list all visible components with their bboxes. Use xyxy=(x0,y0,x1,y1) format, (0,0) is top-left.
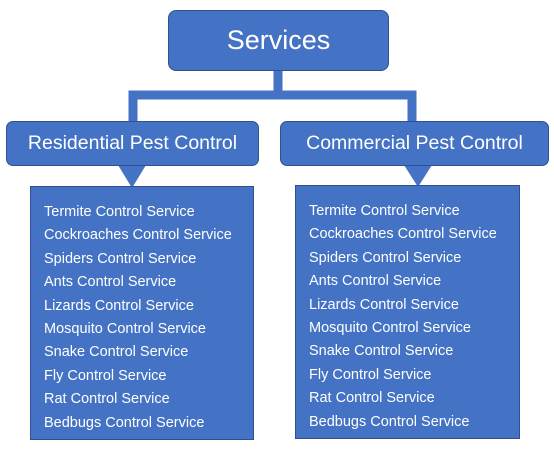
pointer-residential xyxy=(118,165,146,188)
list-item: Rat Control Service xyxy=(309,390,435,407)
list-item: Spiders Control Service xyxy=(44,250,197,267)
residential-service-list: Termite Control Service Cockroaches Cont… xyxy=(30,186,254,440)
list-item: Mosquito Control Service xyxy=(309,319,471,336)
list-item: Cockroaches Control Service xyxy=(309,226,497,243)
list-item: Ants Control Service xyxy=(309,273,442,290)
list-item: Snake Control Service xyxy=(309,343,454,360)
list-item: Fly Control Service xyxy=(44,367,167,384)
list-item: Termite Control Service xyxy=(309,203,460,219)
category-node-commercial: Commercial Pest Control xyxy=(280,121,549,166)
commercial-service-list: Termite Control Service Cockroaches Cont… xyxy=(295,185,520,439)
list-item: Mosquito Control Service xyxy=(44,320,206,337)
root-node-services: Services xyxy=(168,10,389,71)
list-item: Rat Control Service xyxy=(44,391,170,408)
category-node-residential: Residential Pest Control xyxy=(6,121,259,166)
list-item: Cockroaches Control Service xyxy=(44,227,232,244)
list-item: Lizards Control Service xyxy=(44,297,194,314)
list-item: Snake Control Service xyxy=(44,344,189,361)
category-label-residential: Residential Pest Control xyxy=(27,132,238,154)
list-item: Fly Control Service xyxy=(309,366,432,383)
list-item: Lizards Control Service xyxy=(309,296,459,313)
list-item: Spiders Control Service xyxy=(309,249,462,266)
connector-root-to-categories xyxy=(128,90,417,121)
root-node-label: Services xyxy=(226,25,331,55)
category-label-commercial: Commercial Pest Control xyxy=(306,132,523,154)
list-item: Ants Control Service xyxy=(44,274,177,291)
list-item: Bedbugs Control Service xyxy=(44,414,205,431)
pointer-commercial xyxy=(404,165,432,187)
list-item: Termite Control Service xyxy=(44,204,195,220)
list-item: Bedbugs Control Service xyxy=(309,413,470,430)
